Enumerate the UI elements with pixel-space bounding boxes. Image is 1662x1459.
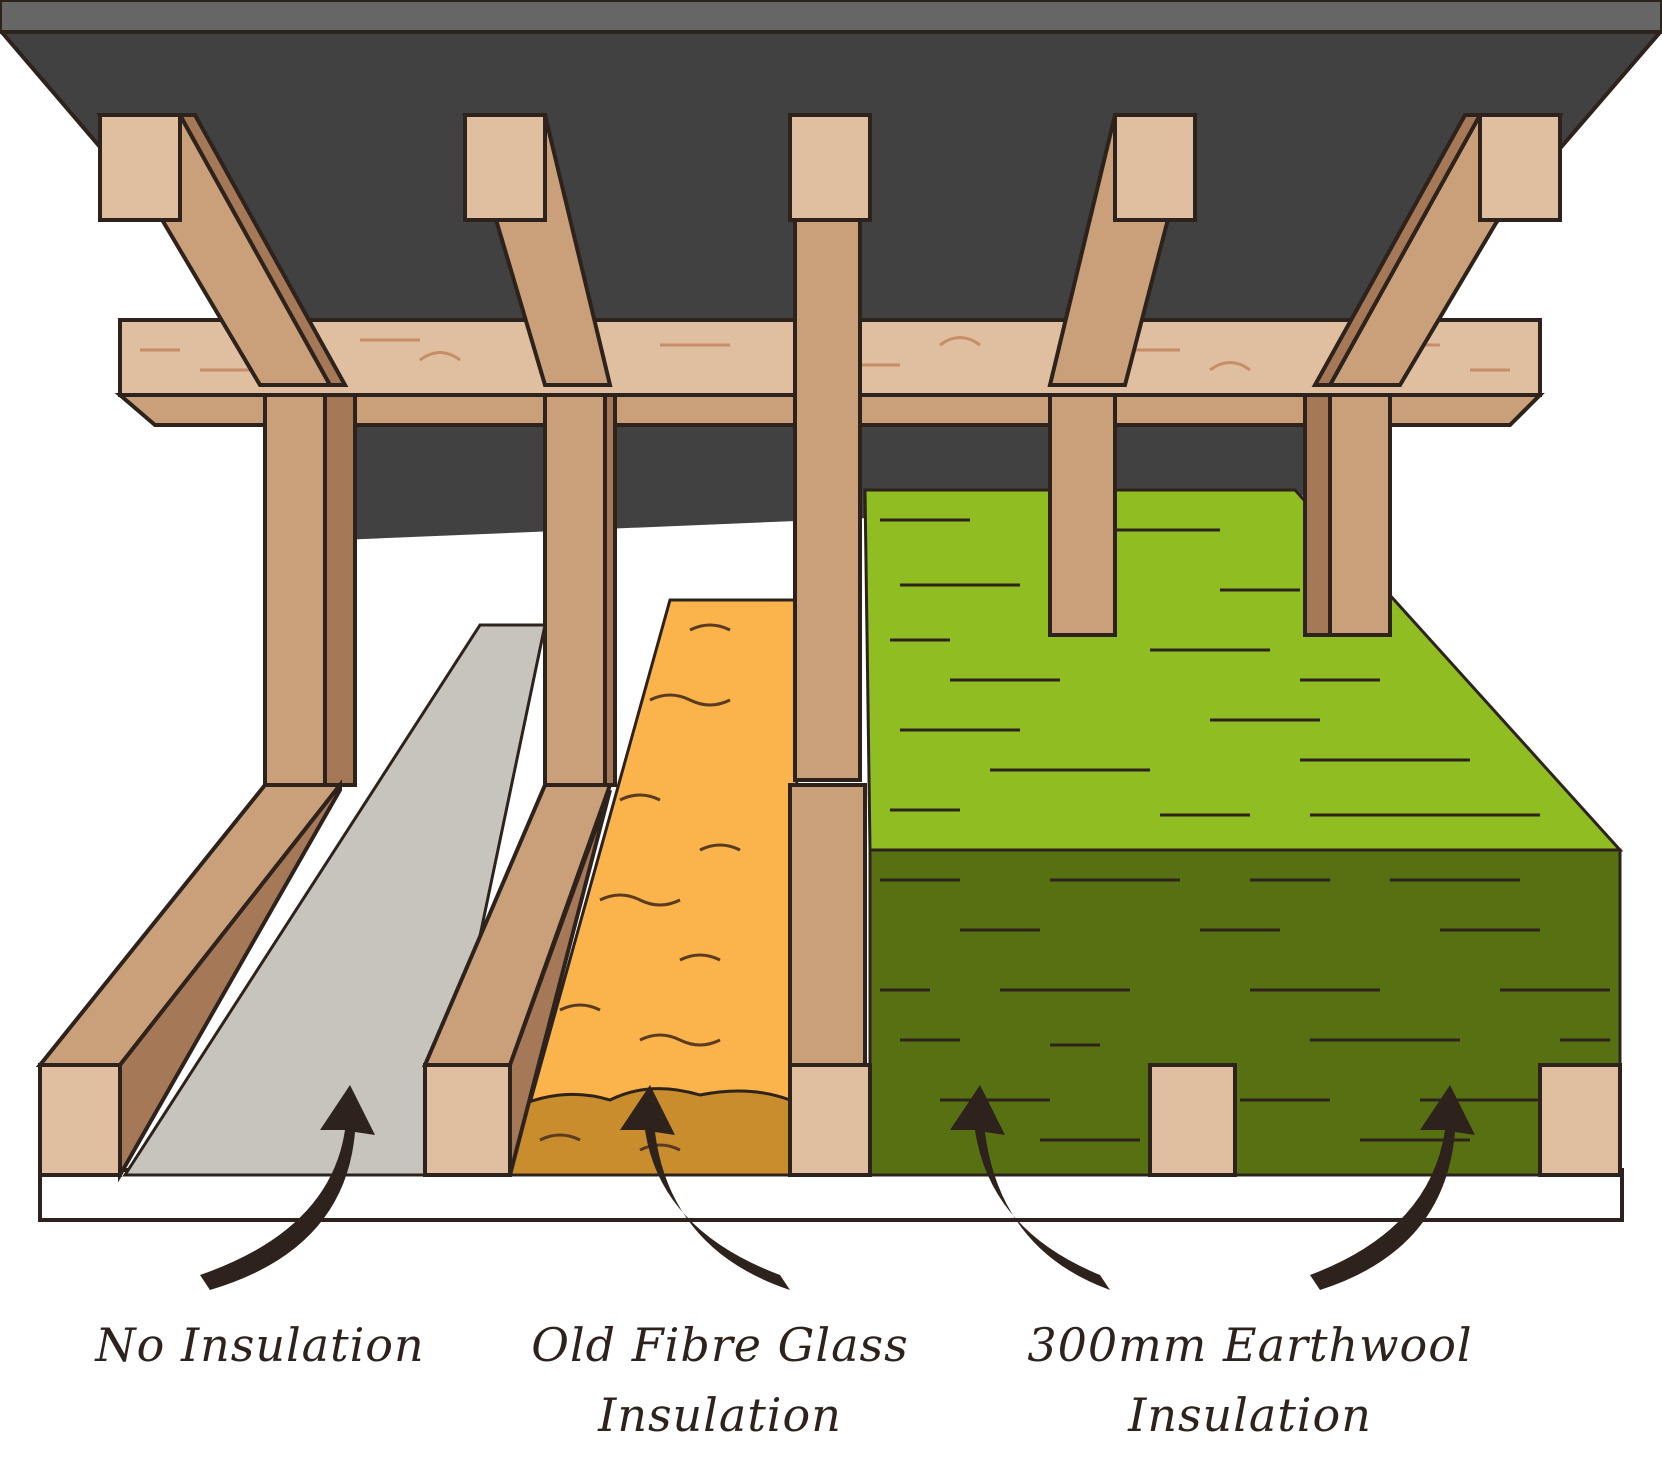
label-no-insulation-line-1: No Insulation	[95, 1318, 425, 1372]
rafter-ends	[98, 113, 1562, 222]
joist-ends	[38, 1063, 1622, 1177]
label-earthwool-line-2: Insulation	[1128, 1388, 1372, 1442]
bay-earthwool	[863, 488, 1624, 1177]
label-earthwool-line-1: 300mm Earthwool	[1027, 1318, 1473, 1372]
label-old-fibreglass-line-2: Insulation	[598, 1388, 842, 1442]
curved-arrow-icon	[200, 1085, 1475, 1290]
label-old-fibreglass: Old Fibre Glass Insulation	[480, 1310, 960, 1450]
label-old-fibreglass-line-1: Old Fibre Glass	[531, 1318, 909, 1372]
label-no-insulation: No Insulation	[40, 1310, 480, 1380]
joists	[35, 779, 867, 1183]
label-earthwool: 300mm Earthwool Insulation	[980, 1310, 1520, 1450]
posts	[263, 218, 1392, 787]
ceiling-plasterboard-strip	[38, 1168, 1624, 1222]
